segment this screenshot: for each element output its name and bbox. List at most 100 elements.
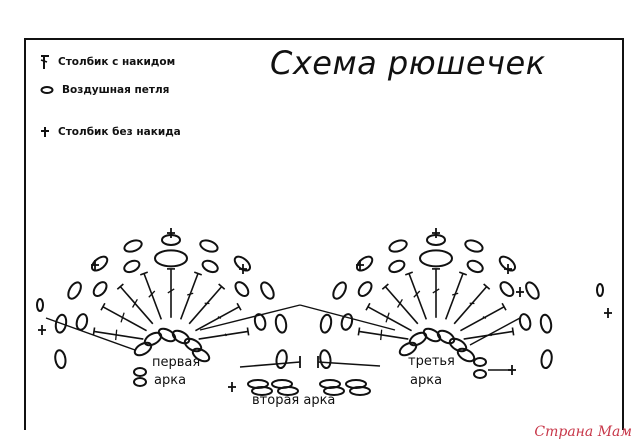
chain-stitch bbox=[499, 281, 515, 297]
double-crochet-stitch bbox=[92, 327, 96, 336]
double-crochet-stitch bbox=[218, 283, 226, 290]
chain-stitch bbox=[123, 259, 141, 274]
double-crochet-stitch bbox=[246, 327, 250, 336]
double-crochet-stitch bbox=[317, 361, 381, 367]
double-crochet-stitch bbox=[413, 290, 421, 298]
double-crochet-stitch bbox=[239, 361, 301, 368]
legend-chain: Воздушная петля bbox=[40, 84, 169, 96]
double-crochet-stitch bbox=[385, 312, 390, 323]
double-crochet-stitch bbox=[236, 302, 242, 311]
third-arch-label-line1: третья bbox=[408, 354, 455, 369]
double-crochet-stitch bbox=[501, 302, 507, 311]
double-crochet-stitch bbox=[115, 329, 118, 341]
chain-stitch bbox=[419, 249, 453, 268]
chain-stitch bbox=[340, 313, 354, 331]
double-crochet-stitch bbox=[482, 316, 487, 319]
chain-stitch bbox=[355, 255, 374, 272]
double-crochet-stitch bbox=[116, 283, 124, 290]
chain-stitch bbox=[36, 298, 44, 312]
second-arch-label: вторая арка bbox=[252, 393, 336, 408]
double-crochet-stitch bbox=[483, 283, 491, 290]
connector-line bbox=[199, 304, 301, 331]
double-crochet-stitch bbox=[365, 302, 371, 311]
chain-stitch bbox=[332, 281, 347, 300]
chain-stitch bbox=[154, 249, 188, 268]
double-crochet-stitch bbox=[452, 292, 459, 296]
double-crochet-stitch bbox=[380, 329, 383, 341]
chain-stitch bbox=[388, 259, 406, 274]
chain-stitch bbox=[90, 255, 109, 272]
double-crochet-stitch bbox=[408, 273, 428, 320]
chain-stitch bbox=[540, 349, 553, 370]
chain-stitch bbox=[234, 281, 250, 297]
first-arch-label-line1: первая bbox=[152, 355, 201, 370]
chain-stitch bbox=[253, 313, 267, 331]
double-crochet-stitch bbox=[432, 288, 440, 294]
double-crochet-stitch bbox=[460, 306, 505, 332]
chain-stitch bbox=[277, 386, 299, 396]
chain-stitch bbox=[319, 349, 332, 370]
chain-stitch bbox=[251, 386, 273, 396]
double-crochet-stitch bbox=[119, 286, 154, 325]
double-crochet-stitch bbox=[357, 327, 361, 336]
diagram-title: Схема рюшечек bbox=[270, 44, 546, 82]
legend-chain-label: Воздушная петля bbox=[62, 84, 170, 96]
chain-stitch bbox=[260, 281, 275, 300]
double-crochet-stitch bbox=[384, 286, 419, 325]
double-crochet-stitch bbox=[381, 283, 389, 290]
chain-stitch bbox=[67, 281, 82, 300]
double-crochet-stitch bbox=[511, 327, 515, 336]
double-crochet-stitch bbox=[167, 288, 175, 294]
double-crochet-stitch bbox=[404, 271, 414, 276]
double-crochet-stitch bbox=[396, 298, 403, 308]
double-crochet-stitch bbox=[193, 271, 203, 276]
double-crochet-stitch bbox=[131, 298, 138, 308]
double-crochet-stitch bbox=[367, 306, 412, 332]
chain-stitch bbox=[525, 281, 540, 300]
connector-line bbox=[469, 317, 521, 346]
double-crochet-stitch bbox=[224, 333, 227, 337]
chain-stitch bbox=[233, 255, 252, 272]
chain-stitch bbox=[75, 313, 89, 331]
legend-double-crochet-label: Столбик с накидом bbox=[58, 56, 176, 68]
double-crochet-stitch bbox=[187, 292, 194, 296]
chain-stitch bbox=[133, 377, 147, 387]
chain-stitch bbox=[539, 313, 553, 334]
chain-stitch bbox=[408, 331, 428, 347]
double-crochet-stitch bbox=[444, 273, 464, 320]
chain-stitch bbox=[388, 239, 408, 253]
chain-stitch bbox=[518, 313, 532, 331]
diagram-frame bbox=[24, 38, 624, 430]
chain-stitch bbox=[464, 239, 484, 253]
chain-stitch-icon bbox=[40, 86, 54, 94]
site-watermark: Страна Мам bbox=[534, 424, 632, 440]
double-crochet-stitch bbox=[198, 330, 249, 340]
chain-stitch bbox=[357, 281, 373, 297]
double-crochet-stitch bbox=[217, 316, 222, 319]
legend-single-crochet-label: Столбик без накида bbox=[58, 126, 181, 138]
double-crochet-stitch bbox=[458, 271, 468, 276]
legend-single-crochet: Столбик без накида bbox=[40, 126, 181, 138]
chain-stitch bbox=[319, 313, 333, 334]
chain-stitch bbox=[596, 283, 604, 297]
double-crochet-stitch bbox=[93, 330, 144, 340]
chain-stitch bbox=[143, 331, 163, 347]
double-crochet-stitch bbox=[179, 273, 199, 320]
double-crochet-stitch bbox=[139, 271, 149, 276]
double-crochet-stitch bbox=[120, 312, 125, 323]
chain-stitch bbox=[466, 259, 484, 274]
chain-stitch bbox=[123, 239, 143, 253]
chain-stitch bbox=[54, 349, 67, 370]
chain-stitch bbox=[498, 255, 517, 272]
chain-stitch bbox=[473, 357, 487, 367]
double-crochet-stitch bbox=[358, 330, 409, 340]
third-arch-label-line2: арка bbox=[410, 373, 443, 388]
chain-stitch bbox=[92, 281, 108, 297]
legend-double-crochet: Столбик с накидом bbox=[40, 54, 175, 70]
chain-stitch bbox=[275, 349, 288, 370]
double-crochet-stitch bbox=[102, 306, 147, 332]
double-crochet-stitch bbox=[148, 290, 156, 298]
chain-stitch bbox=[436, 329, 456, 345]
